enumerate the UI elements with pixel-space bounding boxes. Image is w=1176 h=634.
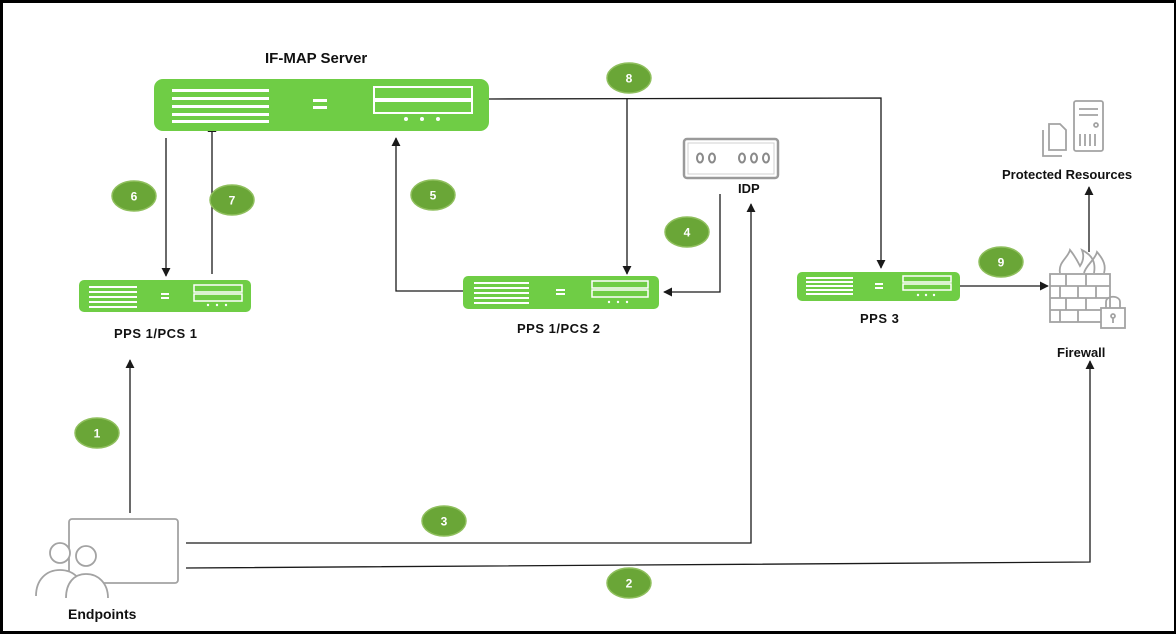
svg-text:5: 5 xyxy=(430,189,437,203)
step-badges: 1 2 3 4 5 6 7 8 xyxy=(74,62,1024,599)
endpoints-label: Endpoints xyxy=(68,606,137,622)
svg-text:9: 9 xyxy=(998,256,1005,270)
ifmap-server-icon xyxy=(154,79,489,131)
arrow-step-3 xyxy=(186,203,756,544)
step-badge-1: 1 xyxy=(74,417,120,449)
svg-text:7: 7 xyxy=(229,194,236,208)
idp-label: IDP xyxy=(738,181,760,196)
firewall-lock-icon xyxy=(1049,248,1126,329)
pps3-server-icon xyxy=(797,272,960,301)
protected-resources-label: Protected Resources xyxy=(1002,167,1133,182)
arrow-step-8a xyxy=(488,97,886,269)
svg-text:4: 4 xyxy=(684,226,691,240)
firewall-label: Firewall xyxy=(1057,345,1106,360)
file-server-icon xyxy=(1042,100,1104,157)
connectors xyxy=(125,97,1095,569)
arrow-step-2 xyxy=(185,360,1095,569)
svg-text:6: 6 xyxy=(131,190,138,204)
idp-device-icon xyxy=(682,137,780,180)
step-badge-5: 5 xyxy=(410,179,456,211)
ifmap-server-label: IF-MAP Server xyxy=(265,50,368,67)
svg-text:2: 2 xyxy=(626,577,633,591)
svg-text:8: 8 xyxy=(626,72,633,86)
step-badge-9: 9 xyxy=(978,246,1024,278)
arrow-step-5 xyxy=(391,137,463,292)
step-badge-3: 3 xyxy=(421,505,467,537)
users-monitor-icon xyxy=(35,518,179,599)
svg-text:1: 1 xyxy=(94,427,101,441)
step-badge-8: 8 xyxy=(606,62,652,94)
arrow-step-4 xyxy=(663,194,721,297)
step-badge-4: 4 xyxy=(664,216,710,248)
svg-text:3: 3 xyxy=(441,515,448,529)
pcs1-label: PPS 1/PCS 1 xyxy=(114,326,198,341)
step-badge-2: 2 xyxy=(606,567,652,599)
pcs2-server-icon xyxy=(463,276,659,309)
pcs1-server-icon xyxy=(79,280,251,312)
pps3-label: PPS 3 xyxy=(860,311,900,326)
step-badge-7: 7 xyxy=(209,184,255,216)
step-badge-6: 6 xyxy=(111,180,157,212)
pcs2-label: PPS 1/PCS 2 xyxy=(517,321,601,336)
